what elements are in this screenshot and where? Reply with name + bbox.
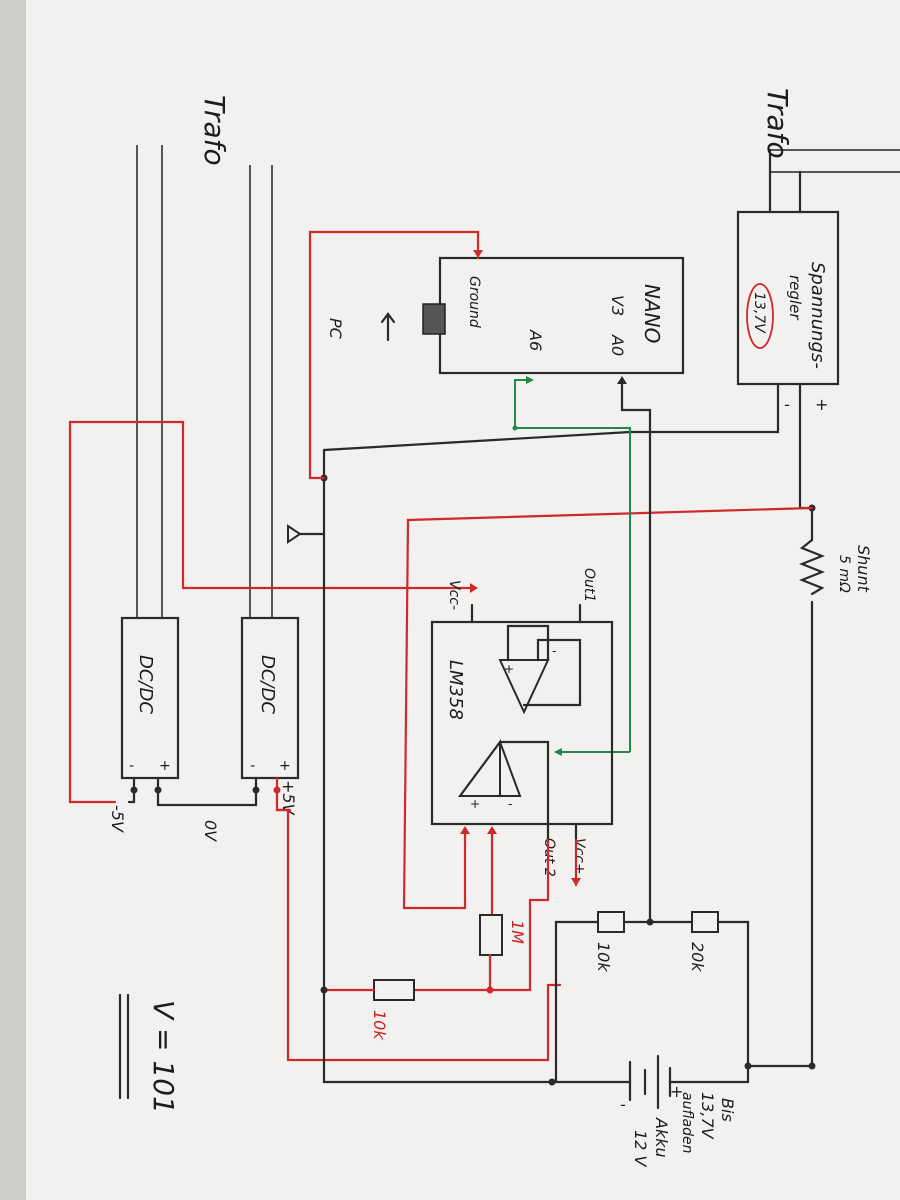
trafo-right-label: Trafo: [761, 88, 794, 159]
akku-note-1: Bis: [718, 1098, 737, 1122]
ground-symbol: [287, 524, 326, 544]
regulator-value-circle: [746, 283, 774, 349]
opamp-1: [498, 624, 582, 715]
lm358-chip: [430, 620, 614, 826]
nano-a0-pin: A0: [608, 334, 627, 356]
akku-note-5: 12 V: [631, 1130, 650, 1167]
dcdc1-minus: -: [129, 758, 134, 774]
lm358-vcc-minus: Vcc-: [446, 580, 462, 610]
nano-title: NANO: [640, 284, 664, 343]
dcdc1-plus: +: [159, 758, 171, 774]
regulator-plus: +: [815, 395, 828, 414]
akku-note-3: aufladen: [679, 1092, 695, 1153]
regulator-label-1: Spannungs-: [807, 262, 828, 369]
shunt-label-2: 5 mΩ: [836, 555, 852, 593]
lm358-name: LM358: [445, 660, 466, 720]
trafo-left-supply-lines: [136, 145, 273, 618]
akku-minus: -: [620, 1095, 626, 1114]
opamp2-minus: -: [508, 797, 512, 811]
opamp1-minus: -: [552, 644, 556, 658]
r10k-label: 10k: [594, 942, 613, 972]
opamp1-plus: +: [504, 662, 514, 676]
trafo-left-label: Trafo: [198, 95, 231, 166]
usb-connector: [422, 303, 446, 335]
battery-symbol: [548, 1054, 752, 1110]
neg5v-wire: [68, 420, 472, 804]
paper-shadow: [0, 0, 26, 1200]
akku-plus: +: [670, 1082, 683, 1101]
shunt-sense-wire: [402, 506, 814, 910]
nano-a6-pin: A6: [526, 329, 545, 351]
trafo-right-input: [768, 148, 900, 214]
ov-label: 0V: [201, 820, 220, 842]
a0-sense-wire: [620, 378, 652, 924]
ground-bus: [322, 448, 554, 1084]
regulator-value: 13,7V: [751, 292, 767, 334]
nano-ground-pin: Ground: [466, 276, 482, 328]
dcdc1-label: DC/DC: [135, 655, 156, 714]
shunt-label-1: Shunt: [854, 545, 873, 593]
voltage-regulator-box: [736, 210, 840, 386]
opamp-2: [458, 738, 550, 826]
dcdc2-plus: +: [279, 758, 291, 774]
regulator-minus: -: [784, 395, 790, 414]
nano-ground-wire: [308, 230, 480, 480]
dcdc-converter-2: [240, 616, 300, 780]
dcdc2-label: DC/DC: [257, 655, 278, 714]
lm358-out1: Out1: [581, 568, 597, 602]
lm358-vcc-plus: Vcc+: [571, 838, 587, 875]
pos5v-label: +5V: [279, 780, 298, 816]
paper-sheet: [26, 0, 900, 1200]
opamp2-plus: +: [470, 797, 480, 811]
akku-note-4: Akku: [652, 1117, 671, 1158]
r20k-label: 20k: [688, 942, 707, 972]
r10k-red-label: 10k: [370, 1010, 389, 1040]
dcdc2-minus: -: [250, 758, 255, 774]
shunt-resistor: [799, 538, 825, 596]
regulator-label-2: regler: [786, 275, 804, 320]
gain-note: V = 101: [147, 1000, 180, 1114]
nano-v3-pin: V3: [608, 295, 627, 316]
akku-note-2: 13,7V: [698, 1092, 717, 1140]
pos5v-wire: [275, 808, 550, 1062]
r1m-label: 1M: [508, 920, 527, 944]
regulator-minus-to-ground: [628, 382, 780, 434]
dcdc-converter-1: [120, 616, 180, 780]
pc-label: PC: [326, 318, 345, 340]
ground-return: [322, 430, 632, 452]
neg5v-label: -5V: [108, 805, 127, 833]
feedback-network: [320, 826, 581, 1001]
